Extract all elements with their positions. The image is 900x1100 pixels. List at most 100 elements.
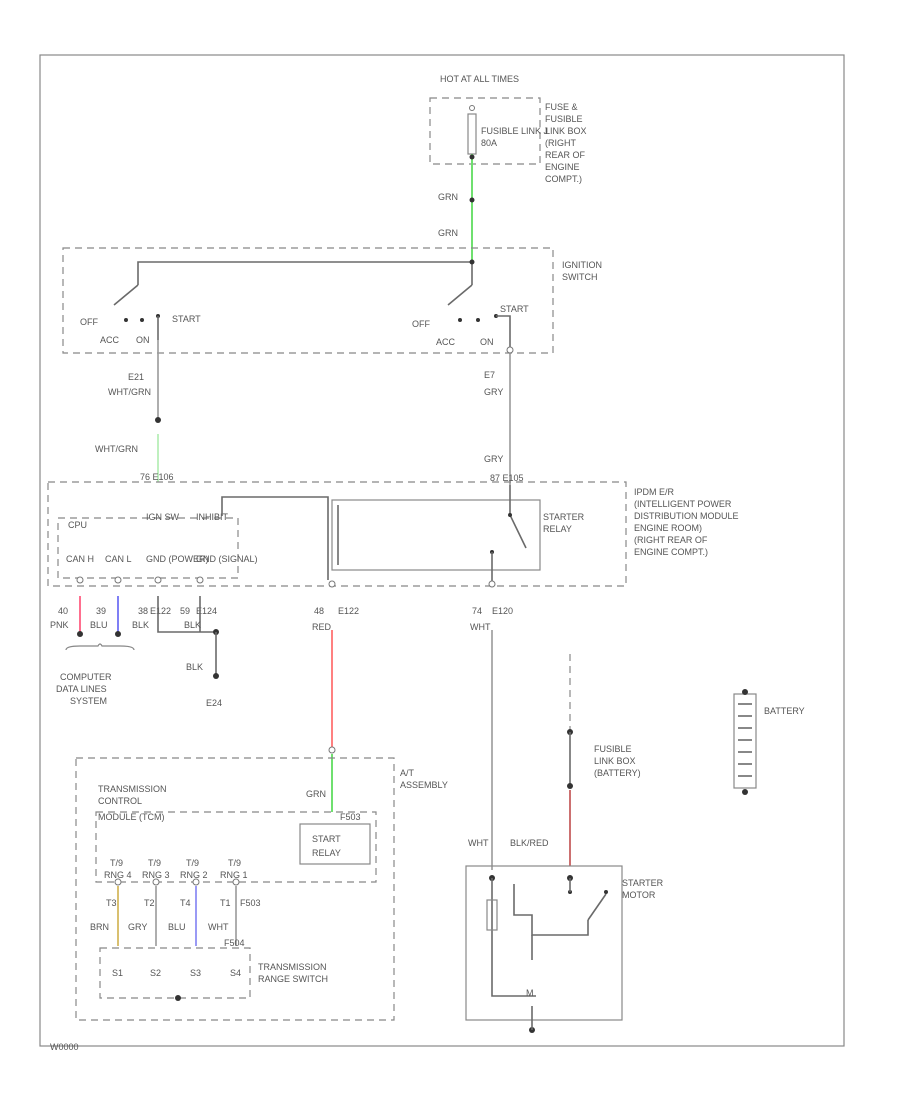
s2-label: S2 bbox=[150, 968, 161, 978]
e122-b-label: E122 bbox=[338, 606, 359, 616]
wire-label-pnk: PNK bbox=[50, 620, 69, 630]
battery-label: BATTERY bbox=[764, 706, 805, 716]
s4-label: S4 bbox=[230, 968, 241, 978]
pin-t4-label: T4 bbox=[180, 898, 191, 908]
f504-label: F504 bbox=[224, 938, 245, 948]
range-label-2: RNG 3 bbox=[142, 870, 170, 880]
wire-label-grn-3: GRN bbox=[306, 789, 326, 799]
tcm-label-1: TRANSMISSION bbox=[98, 784, 167, 794]
range-switch-label-1: TRANSMISSION bbox=[258, 962, 327, 972]
wire-label-blk-red: BLK/RED bbox=[510, 838, 549, 848]
computer-data-lines-label-1: COMPUTER bbox=[60, 672, 112, 682]
e120-label: E120 bbox=[492, 606, 513, 616]
gnd-signal-label: GND (SIGNAL) bbox=[196, 554, 258, 564]
range-switch-label-2: RANGE SWITCH bbox=[258, 974, 328, 984]
footer-code: W0000 bbox=[50, 1042, 79, 1052]
ipdm-label-3: DISTRIBUTION MODULE bbox=[634, 511, 739, 521]
starter-motor-m-label: M bbox=[526, 988, 534, 998]
at-assembly-label-1: A/T bbox=[400, 768, 415, 778]
tcm-label-2: CONTROL bbox=[98, 796, 142, 806]
fusible-link-battery-label-3: (BATTERY) bbox=[594, 768, 641, 778]
pin-39-label: 39 bbox=[96, 606, 106, 616]
starter-relay-label-2: RELAY bbox=[543, 524, 572, 534]
fuse-box-label-1: FUSE & bbox=[545, 102, 578, 112]
ign-left-acc: ACC bbox=[100, 335, 120, 345]
ipdm-label-4: ENGINE ROOM) bbox=[634, 523, 702, 533]
fusible-link-j-label: FUSIBLE LINK J bbox=[481, 126, 548, 136]
ignition-switch-label-2: SWITCH bbox=[562, 272, 598, 282]
wire-label-blk-1: BLK bbox=[132, 620, 149, 630]
pin-e21-label: E21 bbox=[128, 372, 144, 382]
pin-76-e106-label: 76 E106 bbox=[140, 472, 174, 482]
start-relay-label-2: RELAY bbox=[312, 848, 341, 858]
ipdm-label-2: (INTELLIGENT POWER bbox=[634, 499, 732, 509]
wire-label-blk-3: BLK bbox=[186, 662, 203, 672]
e124-label: E124 bbox=[196, 606, 217, 616]
range-label-1: RNG 4 bbox=[104, 870, 132, 880]
computer-data-lines-label-3: SYSTEM bbox=[70, 696, 107, 706]
ign-left-off: OFF bbox=[80, 317, 98, 327]
f503-label: F503 bbox=[340, 812, 361, 822]
start-relay-label-1: START bbox=[312, 834, 341, 844]
wire-label-wht-grn-1: WHT/GRN bbox=[108, 387, 151, 397]
ipdm-label-6: ENGINE COMPT.) bbox=[634, 547, 708, 557]
diagram-frame bbox=[39, 54, 845, 1047]
fuse-box-label-7: COMPT.) bbox=[545, 174, 582, 184]
starter-motor-label-1: STARTER bbox=[622, 878, 664, 888]
wire-label-wht-2: WHT bbox=[208, 922, 229, 932]
wire-label-blu-2: BLU bbox=[168, 922, 186, 932]
s1-label: S1 bbox=[112, 968, 123, 978]
fuse-box-label-5: REAR OF bbox=[545, 150, 586, 160]
at-assembly: A/T ASSEMBLY TRANSMISSION CONTROL MODULE… bbox=[75, 757, 448, 1021]
t9-label-3: T/9 bbox=[186, 858, 199, 868]
pin-38-label: 38 bbox=[138, 606, 148, 616]
ign-right-acc: ACC bbox=[436, 337, 456, 347]
ign-left-on: ON bbox=[136, 335, 150, 345]
pin-e7-label: E7 bbox=[484, 370, 495, 380]
starter-motor-label-2: MOTOR bbox=[622, 890, 656, 900]
starter-motor: STARTER MOTOR M bbox=[465, 865, 664, 1033]
f503-b-label: F503 bbox=[240, 898, 261, 908]
fuse-box-label-6: ENGINE bbox=[545, 162, 580, 172]
ipdm-er: IPDM E/R (INTELLIGENT POWER DISTRIBUTION… bbox=[47, 481, 739, 587]
fuse-box-label-3: LINK BOX bbox=[545, 126, 587, 136]
wire-label-blu: BLU bbox=[90, 620, 108, 630]
wire-label-blk-2: BLK bbox=[184, 620, 201, 630]
ign-left-start: START bbox=[172, 314, 201, 324]
pin-t1-label: T1 bbox=[220, 898, 231, 908]
wire-label-wht-grn-2: WHT/GRN bbox=[95, 444, 138, 454]
pin-t2-label: T2 bbox=[144, 898, 155, 908]
ipdm-label-5: (RIGHT REAR OF bbox=[634, 535, 708, 545]
t9-label-4: T/9 bbox=[228, 858, 241, 868]
junction-dot bbox=[469, 197, 475, 203]
computer-data-lines-label-2: DATA LINES bbox=[56, 684, 107, 694]
t9-label-1: T/9 bbox=[110, 858, 123, 868]
wire-label-grn-2: GRN bbox=[438, 228, 458, 238]
e122-a-label: E122 bbox=[150, 606, 171, 616]
pin-t3-label: T3 bbox=[106, 898, 117, 908]
wire-label-wht-1: WHT bbox=[470, 622, 491, 632]
pin-87-e105-label: 87 E105 bbox=[490, 473, 524, 483]
ign-right-off: OFF bbox=[412, 319, 430, 329]
starter-relay-label-1: STARTER bbox=[543, 512, 585, 522]
pin-74-label: 74 bbox=[472, 606, 482, 616]
wire-label-gry-3: GRY bbox=[128, 922, 147, 932]
ignition-switch: IGNITION SWITCH OFF ACC ON START OFF ACC… bbox=[62, 247, 602, 354]
can-l-label: CAN L bbox=[105, 554, 132, 564]
fuse-box-label-4: (RIGHT bbox=[545, 138, 576, 148]
ign-sw-label: IGN SW bbox=[146, 512, 180, 522]
range-label-4: RNG 1 bbox=[220, 870, 248, 880]
pin-40-label: 40 bbox=[58, 606, 68, 616]
wire-label-gry-2: GRY bbox=[484, 454, 503, 464]
fusible-link-j-amp-label: 80A bbox=[481, 138, 497, 148]
at-assembly-label-2: ASSEMBLY bbox=[400, 780, 448, 790]
fuse-box-label-2: FUSIBLE bbox=[545, 114, 583, 124]
can-h-label: CAN H bbox=[66, 554, 94, 564]
range-label-3: RNG 2 bbox=[180, 870, 208, 880]
wire-label-red: RED bbox=[312, 622, 332, 632]
t9-label-2: T/9 bbox=[148, 858, 161, 868]
ignition-switch-label-1: IGNITION bbox=[562, 260, 602, 270]
junction-dot bbox=[469, 154, 475, 160]
fuse-box: HOT AT ALL TIMES FUSIBLE LINK J 80A FUSE… bbox=[429, 74, 587, 184]
